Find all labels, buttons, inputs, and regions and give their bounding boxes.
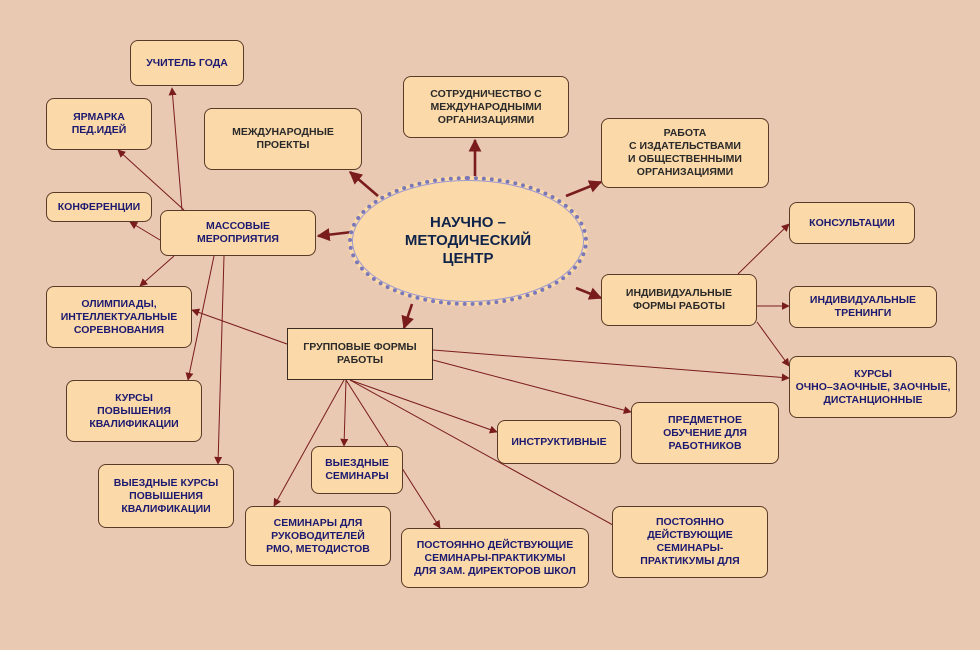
node-qualification-courses: КУРСЫ ПОВЫШЕНИЯ КВАЛИФИКАЦИИ [66, 380, 202, 442]
link-individual-courses [756, 321, 790, 367]
node-workshops-deputies: ПОСТОЯННО ДЕЙСТВУЮЩИЕ СЕМИНАРЫ-ПРАКТИКУМ… [401, 528, 589, 588]
link-group-courses [432, 349, 790, 382]
node-consultations: КОНСУЛЬТАЦИИ [789, 202, 915, 244]
node-conferences: КОНФЕРЕНЦИИ [46, 192, 152, 222]
node-teacher-of-year: УЧИТЕЛЬ ГОДА [130, 40, 244, 86]
link-center-group-forms [401, 303, 414, 330]
link-group-offsite-seminars [340, 379, 349, 447]
node-individual-trainings: ИНДИВИДУАЛЬНЫЕ ТРЕНИНГИ [789, 286, 937, 328]
link-mass-offsite-courses [214, 255, 225, 465]
link-mass-conferences [129, 221, 161, 241]
link-group-workshops-for [349, 379, 623, 531]
link-group-instructive [349, 379, 498, 434]
link-mass-fair [117, 149, 185, 211]
node-mass-events: МАССОВЫЕ МЕРОПРИЯТИЯ [160, 210, 316, 256]
node-intl-cooperation: СОТРУДНИЧЕСТВО С МЕЖДУНАРОДНЫМИ ОРГАНИЗА… [403, 76, 569, 138]
link-group-olympiads [191, 308, 288, 345]
link-mass-qualification [185, 255, 215, 381]
node-fair: ЯРМАРКА ПЕД.ИДЕЙ [46, 98, 152, 150]
node-instructive: ИНСТРУКТИВНЫЕ [497, 420, 621, 464]
node-seminars-rmo: СЕМИНАРЫ ДЛЯ РУКОВОДИТЕЛЕЙ РМО, МЕТОДИСТ… [245, 506, 391, 566]
link-center-intl-projects [349, 171, 379, 197]
node-olympiads: ОЛИМПИАДЫ, ИНТЕЛЛЕКТУАЛЬНЫЕ СОРЕВНОВАНИЯ [46, 286, 192, 348]
center-node: НАУЧНО – МЕТОДИЧЕСКИЙ ЦЕНТР [348, 176, 588, 306]
link-group-subject [432, 359, 632, 415]
link-mass-teacher [168, 87, 183, 211]
node-publishers: РАБОТА С ИЗДАТЕЛЬСТВАМИ И ОБЩЕСТВЕННЫМИ … [601, 118, 769, 188]
link-center-individual-forms [575, 286, 603, 300]
node-courses-distance: КУРСЫ ОЧНО–ЗАОЧНЫЕ, ЗАОЧНЫЕ, ДИСТАНЦИОНН… [789, 356, 957, 418]
node-individual-forms: ИНДИВИДУАЛЬНЫЕ ФОРМЫ РАБОТЫ [601, 274, 757, 326]
link-individual-consultations [737, 223, 790, 275]
node-offsite-seminars: ВЫЕЗДНЫЕ СЕМИНАРЫ [311, 446, 403, 494]
link-mass-olympiads [139, 255, 175, 287]
node-group-forms: ГРУППОВЫЕ ФОРМЫ РАБОТЫ [287, 328, 433, 380]
link-group-seminars-rmo [273, 379, 345, 507]
node-offsite-courses: ВЫЕЗДНЫЕ КУРСЫ ПОВЫШЕНИЯ КВАЛИФИКАЦИИ [98, 464, 234, 528]
node-subject-training: ПРЕДМЕТНОЕ ОБУЧЕНИЕ ДЛЯ РАБОТНИКОВ [631, 402, 779, 464]
node-workshops-for: ПОСТОЯННО ДЕЙСТВУЮЩИЕ СЕМИНАРЫ- ПРАКТИКУ… [612, 506, 768, 578]
link-center-mass-events [316, 228, 353, 242]
link-center-publishers [565, 180, 603, 198]
node-intl-projects: МЕЖДУНАРОДНЫЕ ПРОЕКТЫ [204, 108, 362, 170]
